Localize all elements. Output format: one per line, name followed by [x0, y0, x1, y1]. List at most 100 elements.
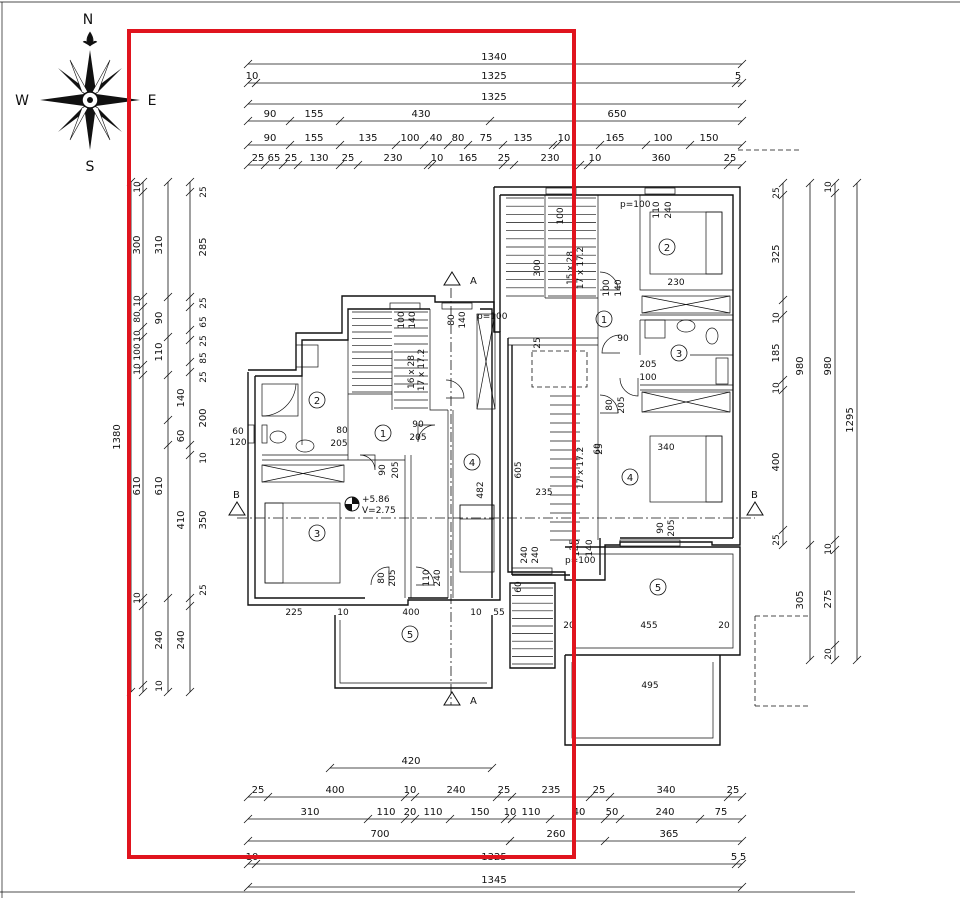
dimension-tick [185, 687, 195, 697]
section-a-top-label: A [470, 276, 477, 287]
opening-dimension-label: 235 [535, 488, 552, 498]
dimension-tick [595, 140, 605, 150]
room-right-4: 4 [627, 473, 633, 484]
bottom-dim-b1-4: 25 [498, 785, 511, 796]
dimension-tick [548, 140, 558, 150]
dimension-tick [605, 792, 615, 802]
right-dim-c2-0: 980 [795, 356, 806, 375]
left-dim-c4-6: 25 [199, 371, 209, 382]
dimension-tick [138, 302, 148, 312]
opening-dimension-label: 80 [447, 314, 457, 326]
opening-dimension-label: 90 [378, 464, 388, 476]
opening-dimension-label: 10 [337, 608, 349, 618]
opening-dimension-label: 20 [718, 621, 730, 631]
dimension-tick [778, 540, 788, 550]
left-dim-c2-1: 300 [132, 235, 143, 254]
dimension-tick [185, 367, 195, 377]
dimension-tick [185, 593, 195, 603]
opening-dimension-label: 225 [285, 608, 302, 618]
left-dim-c4-3: 65 [199, 316, 209, 327]
room-number-circle [595, 310, 613, 328]
parapet-bottom-right: p=100 [565, 556, 596, 566]
room-left-5: 5 [407, 630, 413, 641]
bottom-dim-b1-5: 235 [541, 785, 560, 796]
opening-dimension-label: 90 [656, 522, 666, 534]
dimension-tick [185, 325, 195, 335]
dimension-tick [852, 178, 862, 188]
dimension-tick [583, 160, 593, 170]
top-dim-r5-6: 75 [480, 133, 493, 144]
dimension-tick [185, 440, 195, 450]
dimension-tick [391, 140, 401, 150]
dimension-tick [335, 116, 345, 126]
dimension-tick [737, 99, 747, 109]
bottom-dim-b1-6: 25 [593, 785, 606, 796]
bottom-dim-b2-0: 310 [300, 807, 319, 818]
room-number-circle [308, 524, 326, 542]
right-dim-c1-6: 25 [772, 534, 782, 545]
dimension-tick [353, 160, 363, 170]
left-dim-c1-0: 1380 [112, 424, 123, 449]
dimension-tick [778, 190, 788, 200]
dimension-tick [695, 814, 705, 824]
right-dim-c1-5: 400 [771, 452, 782, 471]
dimension-tick [641, 140, 651, 150]
opening-dimension-label: 90 [412, 420, 424, 430]
parapet-left: p=100 [477, 312, 508, 322]
right-dim-c1-2: 10 [772, 312, 782, 324]
opening-dimension-label: 100 [602, 279, 612, 296]
room-left-1: 1 [380, 429, 386, 440]
dimension-tick [778, 525, 788, 535]
bottom-dim-b2-6: 110 [521, 807, 540, 818]
opening-dimension-label: 110 [422, 569, 432, 586]
bottom-dim-b2-9: 240 [655, 807, 674, 818]
left-dimension-ticks [126, 177, 195, 697]
dimension-tick [723, 160, 733, 170]
dimension-tick [545, 814, 555, 824]
dimension-tick [163, 593, 173, 603]
dimension-tick [243, 859, 253, 869]
bottom-dim-b2-3: 110 [423, 807, 442, 818]
dimension-tick [485, 116, 495, 126]
left-dimension-labels: 1380 10 300 10 80 10 100 10 610 10 240 1… [112, 181, 209, 692]
opening-dimension-label: 100 [639, 373, 656, 383]
opening-dimension-label: 140 [572, 539, 582, 556]
furniture [261, 211, 729, 584]
dimension-tick [445, 814, 455, 824]
opening-dimension-label: 55 [493, 608, 504, 618]
opening-dimension-label: 205 [617, 396, 627, 413]
dimension-tick [685, 140, 695, 150]
dimension-tick [443, 140, 453, 150]
top-dim-r6-3: 130 [309, 153, 328, 164]
top-dim-r5-10: 100 [653, 133, 672, 144]
top-dim-r5-9: 165 [605, 133, 624, 144]
dimension-tick [251, 78, 261, 88]
dimension-tick [251, 859, 261, 869]
dimension-tick [138, 292, 148, 302]
left-dim-c3-4: 60 [176, 430, 187, 443]
bottom-dim-b2-7: 40 [573, 807, 586, 818]
window-openings [247, 187, 681, 575]
left-dim-c2-2: 10 [133, 295, 143, 307]
top-dim-r5-5: 80 [452, 133, 465, 144]
dimension-tick [263, 792, 273, 802]
opening-dimension-label: 140 [408, 311, 418, 328]
dimension-tick [615, 814, 625, 824]
dimension-tick [737, 160, 747, 170]
dimension-tick [285, 140, 295, 150]
top-dim-r6-0: 25 [252, 153, 265, 164]
section-b-right-label: B [751, 490, 758, 501]
dimension-tick [185, 187, 195, 197]
top-dim-r1-0: 1340 [481, 52, 506, 63]
bottom-dim-b2-5: 10 [504, 807, 517, 818]
top-dim-r5-1: 155 [304, 133, 323, 144]
right-dim-c1-4: 10 [772, 382, 782, 394]
top-dim-r5-8: 10 [558, 133, 571, 144]
dimension-tick [600, 814, 610, 824]
right-dim-c1-0: 25 [772, 187, 782, 198]
dimension-tick [293, 160, 303, 170]
dimension-tick [138, 370, 148, 380]
dimension-tick [410, 814, 420, 824]
section-b-left-label: B [233, 490, 240, 501]
opening-dimension-label: 205 [409, 433, 426, 443]
